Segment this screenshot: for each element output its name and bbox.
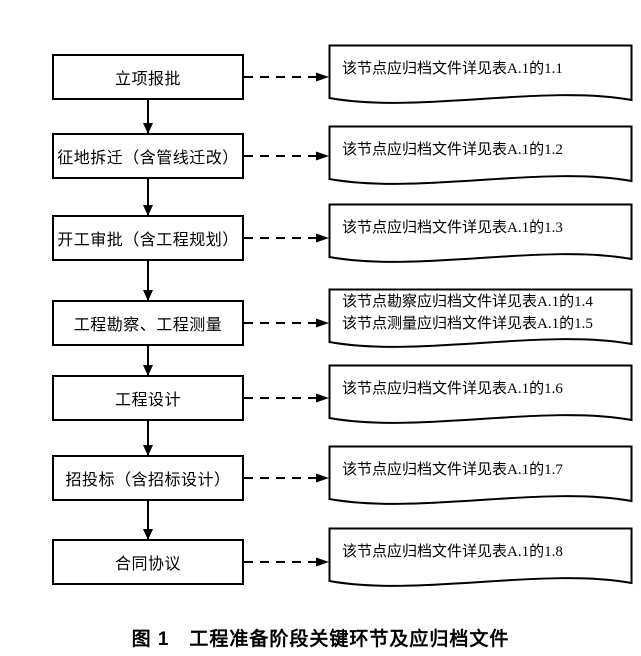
box-survey-measurement: 工程勘察、工程测量	[52, 300, 244, 346]
dashed-right-arrow-icon	[244, 233, 329, 243]
box-land-acquisition: 征地拆迁（含管线迁改）	[52, 133, 244, 179]
down-arrow-icon	[143, 501, 153, 540]
document-shape-icon	[328, 288, 633, 348]
document-shape-icon	[328, 527, 633, 587]
doc-archive-note-3: 该节点应归档文件详见表A.1的1.3	[328, 203, 633, 268]
doc-line: 该节点应归档文件详见表A.1的1.2	[342, 142, 563, 158]
figure-caption: 图 1 工程准备阶段关键环节及应归档文件	[131, 629, 510, 650]
doc-text: 该节点应归档文件详见表A.1的1.2	[342, 127, 627, 173]
doc-line: 该节点应归档文件详见表A.1的1.1	[342, 61, 563, 77]
box-contract-agreement: 合同协议	[52, 539, 244, 585]
doc-line: 该节点勘察应归档文件详见表A.1的1.4	[342, 294, 593, 310]
box-project-approval: 立项报批	[52, 54, 244, 100]
doc-archive-note-2: 该节点应归档文件详见表A.1的1.2	[328, 125, 633, 190]
document-shape-icon	[328, 125, 633, 185]
box-project-approval-label: 立项报批	[114, 71, 181, 88]
dashed-right-arrow-icon	[244, 473, 329, 483]
dashed-right-arrow-icon	[244, 557, 329, 567]
dashed-right-arrow-icon	[244, 393, 329, 403]
dashed-right-arrow-icon	[244, 151, 329, 161]
down-arrow-icon	[143, 179, 153, 216]
document-shape-icon	[328, 44, 633, 104]
doc-text: 该节点应归档文件详见表A.1的1.8	[342, 529, 627, 575]
doc-archive-note-6: 该节点应归档文件详见表A.1的1.7	[328, 445, 633, 510]
box-bidding: 招投标（含招标设计）	[52, 455, 244, 501]
down-arrow-icon	[143, 346, 153, 376]
doc-line: 该节点应归档文件详见表A.1的1.3	[342, 220, 563, 236]
doc-text: 该节点应归档文件详见表A.1的1.6	[342, 366, 627, 412]
doc-archive-note-4: 该节点勘察应归档文件详见表A.1的1.4 该节点测量应归档文件详见表A.1的1.…	[328, 288, 633, 353]
doc-archive-note-1: 该节点应归档文件详见表A.1的1.1	[328, 44, 633, 109]
document-shape-icon	[328, 203, 633, 263]
dashed-right-arrow-icon	[244, 72, 329, 82]
document-shape-icon	[328, 445, 633, 505]
doc-text: 该节点应归档文件详见表A.1的1.3	[342, 205, 627, 251]
box-land-acquisition-label: 征地拆迁（含管线迁改）	[57, 150, 239, 167]
box-survey-measurement-label: 工程勘察、工程测量	[73, 317, 223, 334]
doc-line: 该节点测量应归档文件详见表A.1的1.5	[342, 316, 593, 332]
doc-text: 该节点应归档文件详见表A.1的1.7	[342, 447, 627, 493]
dashed-right-arrow-icon	[244, 318, 329, 328]
doc-text: 该节点勘察应归档文件详见表A.1的1.4 该节点测量应归档文件详见表A.1的1.…	[342, 290, 627, 336]
doc-line: 该节点应归档文件详见表A.1的1.6	[342, 381, 563, 397]
box-engineering-design: 工程设计	[52, 375, 244, 421]
document-shape-icon	[328, 364, 633, 424]
box-construction-approval-label: 开工审批（含工程规划）	[57, 232, 239, 249]
down-arrow-icon	[143, 100, 153, 134]
box-construction-approval: 开工审批（含工程规划）	[52, 215, 244, 261]
down-arrow-icon	[143, 261, 153, 301]
box-engineering-design-label: 工程设计	[114, 392, 181, 409]
doc-text: 该节点应归档文件详见表A.1的1.1	[342, 46, 627, 92]
box-bidding-label: 招投标（含招标设计）	[65, 472, 231, 489]
box-contract-agreement-label: 合同协议	[114, 556, 181, 573]
doc-archive-note-7: 该节点应归档文件详见表A.1的1.8	[328, 527, 633, 592]
doc-line: 该节点应归档文件详见表A.1的1.8	[342, 544, 563, 560]
doc-archive-note-5: 该节点应归档文件详见表A.1的1.6	[328, 364, 633, 429]
down-arrow-icon	[143, 421, 153, 456]
doc-line: 该节点应归档文件详见表A.1的1.7	[342, 462, 563, 478]
